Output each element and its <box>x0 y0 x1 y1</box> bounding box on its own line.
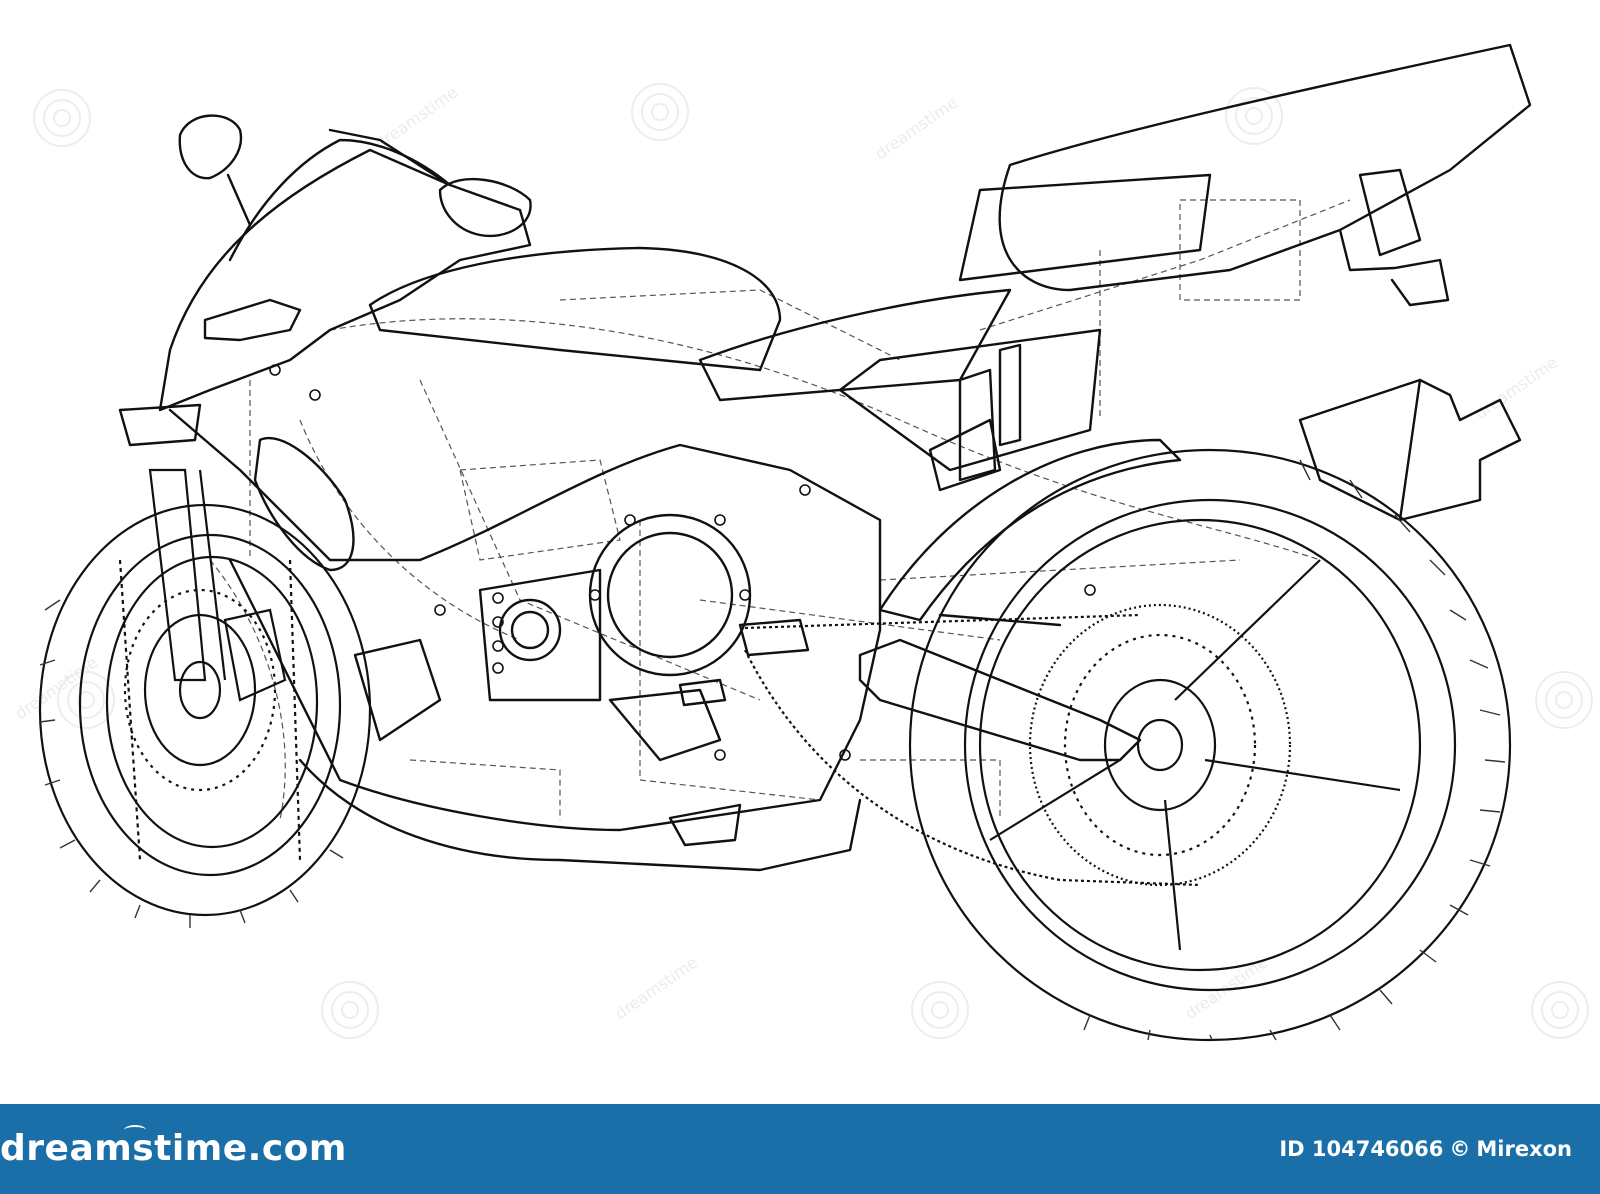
logo-arc-icon <box>124 1125 146 1135</box>
rear-spoke-3 <box>1163 799 1182 951</box>
tail-cowl <box>998 43 1532 292</box>
image-credit: ID 104746066 © Mirexon <box>1279 1137 1572 1161</box>
windscreen <box>228 138 452 262</box>
side-vent <box>353 638 442 742</box>
copyright-symbol: © <box>1449 1137 1471 1161</box>
mirror-left <box>178 114 243 180</box>
image-id: ID 104746066 <box>1279 1137 1444 1161</box>
front-fork <box>148 468 207 682</box>
rear-spoke-2 <box>1204 758 1401 792</box>
fairing-vent <box>253 437 355 572</box>
swing-arm <box>858 638 1142 762</box>
logo-text: dreamstime.com <box>0 1128 347 1169</box>
rear-brake-disc <box>1063 633 1257 857</box>
front-caliper <box>223 608 287 702</box>
engine-cover <box>588 513 752 677</box>
fuel-tank <box>368 246 782 372</box>
rear-tire-inner <box>963 498 1457 992</box>
license-plate-bracket <box>1358 168 1422 257</box>
footpeg <box>738 618 810 657</box>
front-brake-disc <box>123 588 277 792</box>
exhaust <box>1298 378 1522 522</box>
dreamstime-logo[interactable]: dreamstime.com <box>0 1125 347 1169</box>
outline-lines <box>118 43 1532 872</box>
watermark-text-2: dreamstime <box>871 93 961 164</box>
rear-seat <box>958 173 1212 282</box>
watermark-swirl-icon <box>33 83 1593 1039</box>
footer-bar: dreamstime.com ID 104746066 © Mirexon <box>0 1104 1600 1194</box>
watermark-text-4: dreamstime <box>611 953 701 1024</box>
front-wheel <box>38 468 372 917</box>
lower-cowl <box>298 758 862 872</box>
handlebar <box>203 298 302 342</box>
author-name: Mirexon <box>1476 1137 1572 1161</box>
bolt-heads <box>269 364 1096 761</box>
side-fairing <box>168 408 882 832</box>
rear-sprocket <box>1028 603 1292 887</box>
rear-rim <box>978 518 1422 972</box>
front-fairing <box>158 148 532 412</box>
drive-chain-upper <box>744 613 1141 630</box>
rear-spoke-1 <box>1174 559 1321 701</box>
rider-seat <box>698 288 1012 402</box>
clutch-cover <box>498 598 562 662</box>
front-tire-inner <box>78 533 342 877</box>
rear-wheel <box>744 448 1512 1042</box>
watermark-text-6: dreamstime <box>11 653 101 724</box>
rear-tire-outer <box>908 448 1512 1042</box>
mirror-right <box>438 177 532 238</box>
motorcycle-wireframe-drawing: dreamstime dreamstime dreamstime dreamst… <box>11 43 1593 1042</box>
watermark-text-3: dreamstime <box>1471 353 1561 424</box>
tire-tread <box>39 459 1506 1041</box>
drive-chain-lower <box>744 649 1201 887</box>
hidden-lines <box>209 199 1351 821</box>
rear-spoke-4 <box>989 759 1121 841</box>
